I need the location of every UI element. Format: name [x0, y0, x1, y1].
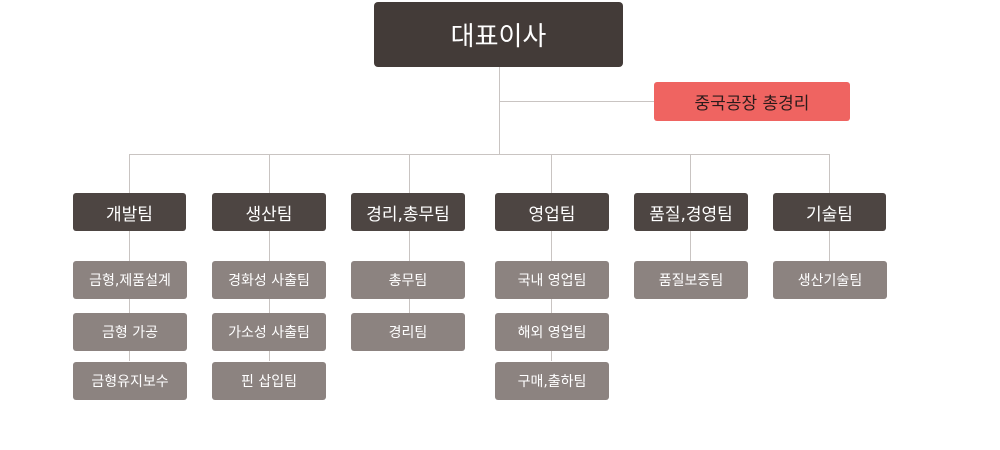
sub-team-box: 총무팀: [351, 261, 465, 299]
ceo-box: 대표이사: [374, 2, 623, 67]
dept-drop-connector: [829, 154, 830, 193]
sub-team-box: 금형유지보수: [73, 362, 187, 400]
sub-team-box: 핀 삽입팀: [212, 362, 326, 400]
sub-team-box: 가소성 사출팀: [212, 313, 326, 351]
dept-accounting-general: 경리,총무팀: [351, 193, 465, 231]
dept-drop-connector: [269, 154, 270, 193]
china-factory-box: 중국공장 총경리: [654, 82, 850, 121]
dept-sales: 영업팀: [495, 193, 609, 231]
sub-team-box: 국내 영업팀: [495, 261, 609, 299]
dept-drop-connector: [690, 154, 691, 193]
sub-team-box: 금형 가공: [73, 313, 187, 351]
sub-column-connector: [829, 231, 830, 261]
dept-drop-connector: [129, 154, 130, 193]
sub-column-connector: [690, 231, 691, 261]
sub-team-box: 생산기술팀: [773, 261, 887, 299]
dept-drop-connector: [551, 154, 552, 193]
sub-team-box: 구매,출하팀: [495, 362, 609, 400]
dept-production: 생산팀: [212, 193, 326, 231]
dept-drop-connector: [409, 154, 410, 193]
sub-team-box: 금형,제품설계: [73, 261, 187, 299]
sub-team-box: 경화성 사출팀: [212, 261, 326, 299]
ceo-vertical-connector: [499, 67, 500, 154]
sub-team-box: 경리팀: [351, 313, 465, 351]
sub-team-box: 품질보증팀: [634, 261, 748, 299]
china-branch-connector: [499, 101, 654, 102]
dept-technology: 기술팀: [773, 193, 886, 231]
department-horizontal-connector: [129, 154, 829, 155]
dept-quality-management: 품질,경영팀: [634, 193, 748, 231]
dept-development: 개발팀: [73, 193, 186, 231]
sub-team-box: 해외 영업팀: [495, 313, 609, 351]
